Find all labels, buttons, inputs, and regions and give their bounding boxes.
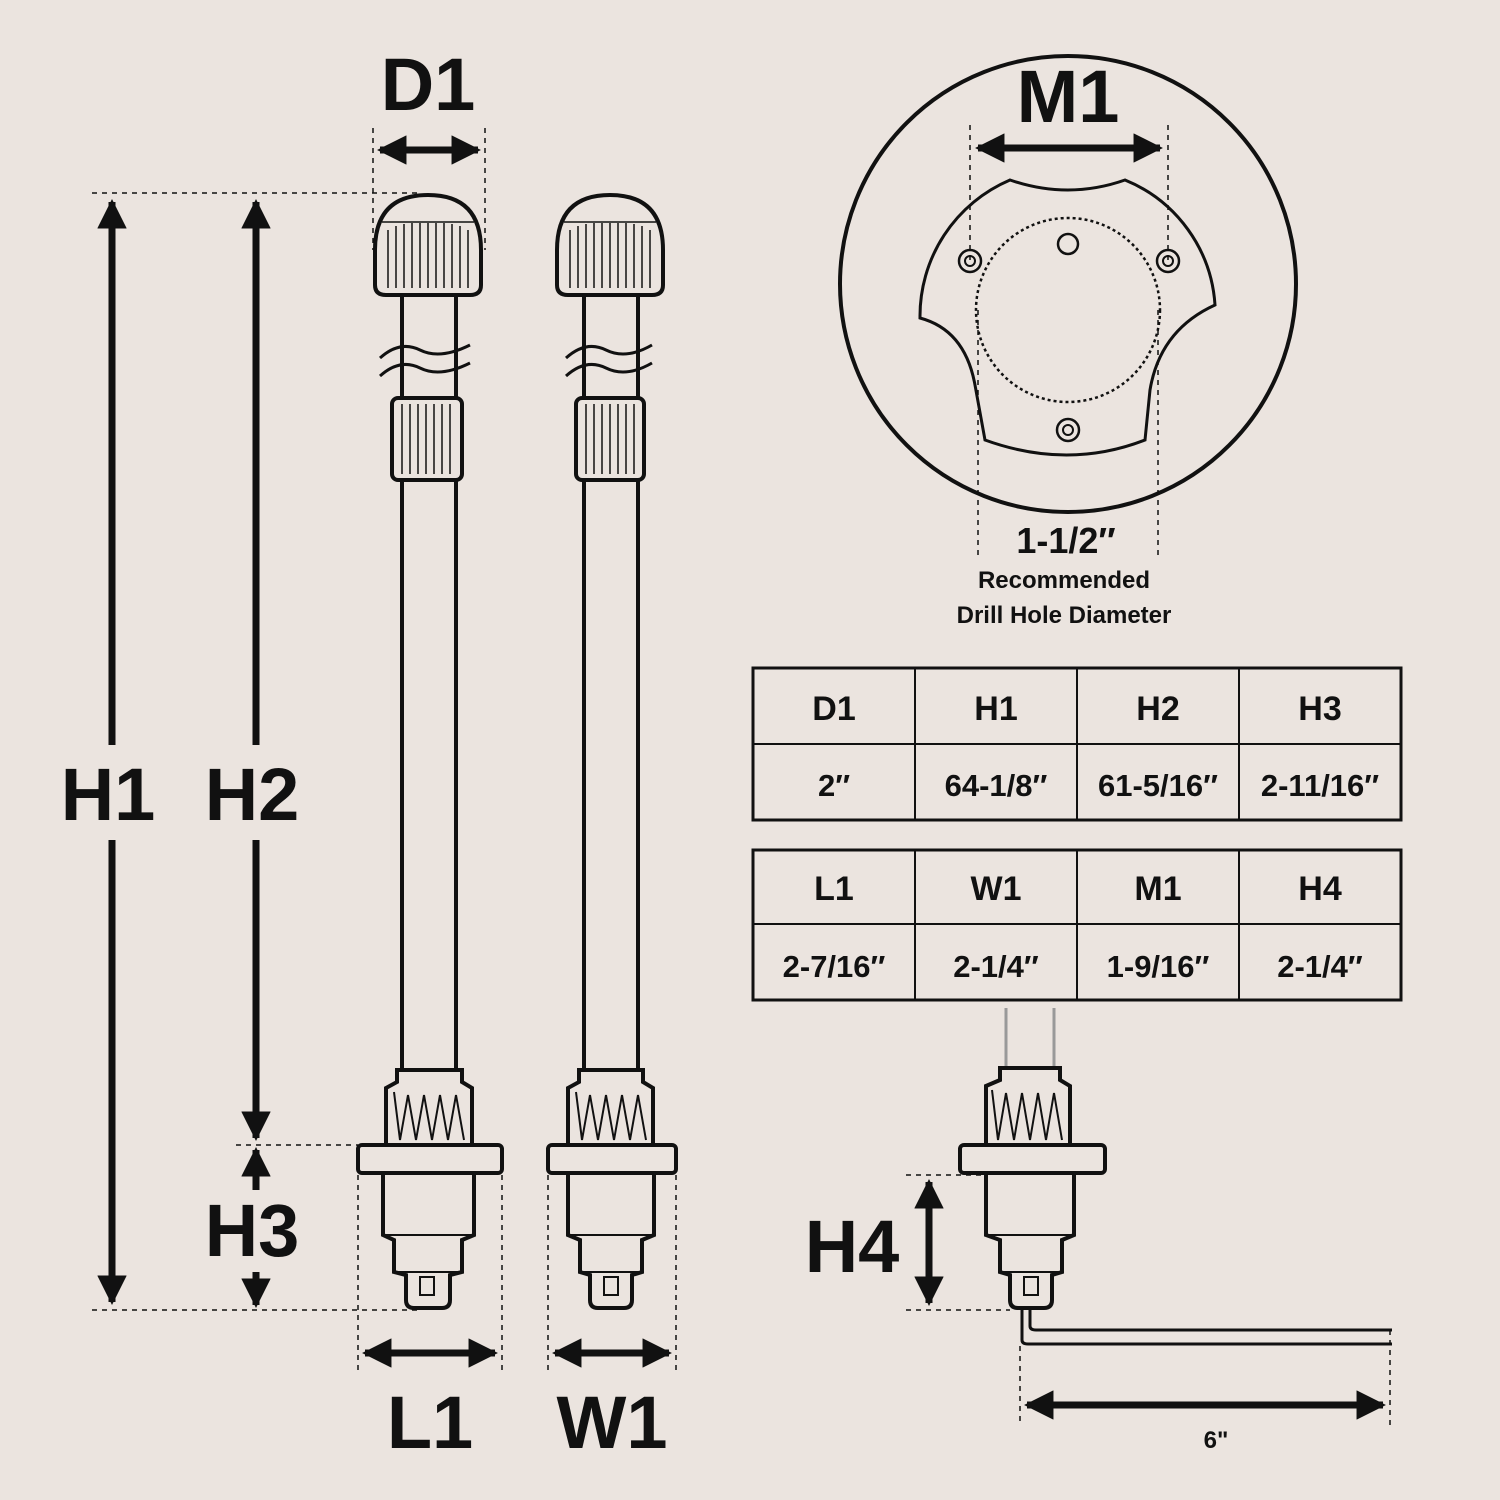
label-m1: M1 <box>1017 55 1120 138</box>
drill-hole-value: 1-1/2″ <box>1016 520 1115 561</box>
table2-header: H4 <box>1298 870 1342 908</box>
table2-value: 2-1/4″ <box>1277 949 1363 984</box>
table2-value: 2-1/4″ <box>953 949 1039 984</box>
table2-header: W1 <box>971 870 1022 908</box>
label-h2: H2 <box>205 753 300 836</box>
label-h1: H1 <box>61 753 156 836</box>
drill-hole-caption-2: Drill Hole Diameter <box>957 602 1172 629</box>
table2-header: M1 <box>1134 870 1181 908</box>
drill-hole-caption-1: Recommended <box>978 567 1150 594</box>
table1-value: 61-5/16″ <box>1098 768 1218 803</box>
dimension-arrows <box>97 135 672 1368</box>
table1-header: H2 <box>1136 690 1179 728</box>
table1-header: H1 <box>974 690 1017 728</box>
label-h4: H4 <box>805 1205 900 1288</box>
mount-top-view <box>838 54 1298 555</box>
label-h3: H3 <box>205 1189 300 1272</box>
table2-header: L1 <box>814 870 854 908</box>
table1-value: 2-11/16″ <box>1261 768 1379 803</box>
label-d1: D1 <box>381 43 476 126</box>
table2-value: 1-9/16″ <box>1107 949 1210 984</box>
table2-value: 2-7/16″ <box>783 949 886 984</box>
label-w1: W1 <box>557 1381 668 1464</box>
dimension-table-1: D1 H1 H2 H3 2″ 64-1/8″ 61-5/16″ 2-11/16″ <box>751 666 1403 822</box>
table1-value: 64-1/8″ <box>945 768 1048 803</box>
table1-header: H3 <box>1298 690 1341 728</box>
light-pole-front-view <box>356 192 504 1310</box>
label-l1: L1 <box>387 1381 473 1464</box>
label-wire-length: 6" <box>1204 1427 1229 1454</box>
table1-value: 2″ <box>818 768 850 803</box>
base-detail-view <box>906 1008 1392 1425</box>
light-pole-side-view <box>546 192 678 1310</box>
table1-header: D1 <box>812 690 855 728</box>
dimension-table-2: L1 W1 M1 H4 2-7/16″ 2-1/4″ 1-9/16″ 2-1/4… <box>751 848 1403 1002</box>
dimension-guides <box>92 128 677 1375</box>
